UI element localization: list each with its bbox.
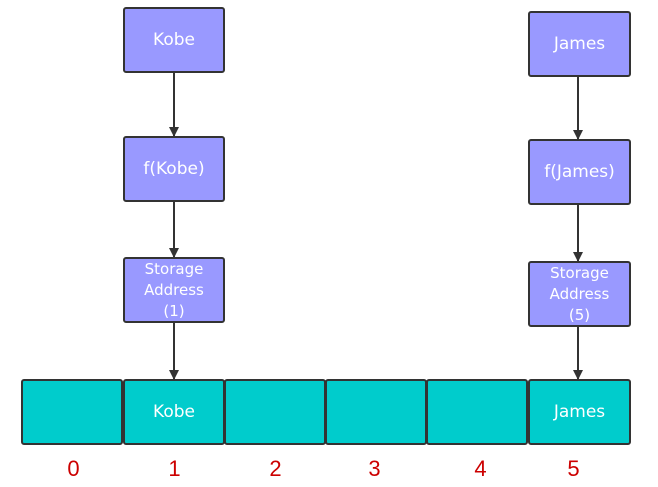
hash-node-kobe: f(Kobe) <box>123 136 225 202</box>
array-cell-3 <box>325 379 427 445</box>
hash-node-kobe-label: f(Kobe) <box>143 159 205 179</box>
key-node-kobe: Kobe <box>123 7 225 73</box>
array-cell-1: Kobe <box>123 379 225 445</box>
key-node-kobe-label: Kobe <box>153 30 195 50</box>
address-node-james-line3: (5) <box>568 305 591 324</box>
hash-node-james-label: f(James) <box>544 162 615 182</box>
key-node-james-label: James <box>553 34 606 54</box>
array-cell-1-value: Kobe <box>153 402 195 422</box>
array-index-2: 2 <box>269 456 282 481</box>
address-node-james-line1: Storage <box>550 263 609 282</box>
array-index-0: 0 <box>67 456 80 481</box>
hash-node-james: f(James) <box>528 139 631 205</box>
array-index-4: 4 <box>474 456 487 481</box>
address-node-kobe: Storage Address (1) <box>123 257 225 323</box>
array-index-5: 5 <box>567 456 580 481</box>
array-index-3: 3 <box>368 456 381 481</box>
array-cell-5-value: James <box>553 402 606 422</box>
key-node-james: James <box>528 11 631 77</box>
address-node-james-line2: Address <box>549 284 610 303</box>
array-cell-0 <box>21 379 123 445</box>
array-cell-5: James <box>528 379 631 445</box>
address-node-kobe-line3: (1) <box>163 301 185 320</box>
address-node-james: Storage Address (5) <box>528 261 631 327</box>
array-cell-4 <box>426 379 528 445</box>
array-index-1: 1 <box>168 456 181 481</box>
array-cell-2 <box>224 379 326 445</box>
address-node-kobe-line2: Address <box>144 280 204 299</box>
address-node-kobe-line1: Storage <box>144 259 204 278</box>
